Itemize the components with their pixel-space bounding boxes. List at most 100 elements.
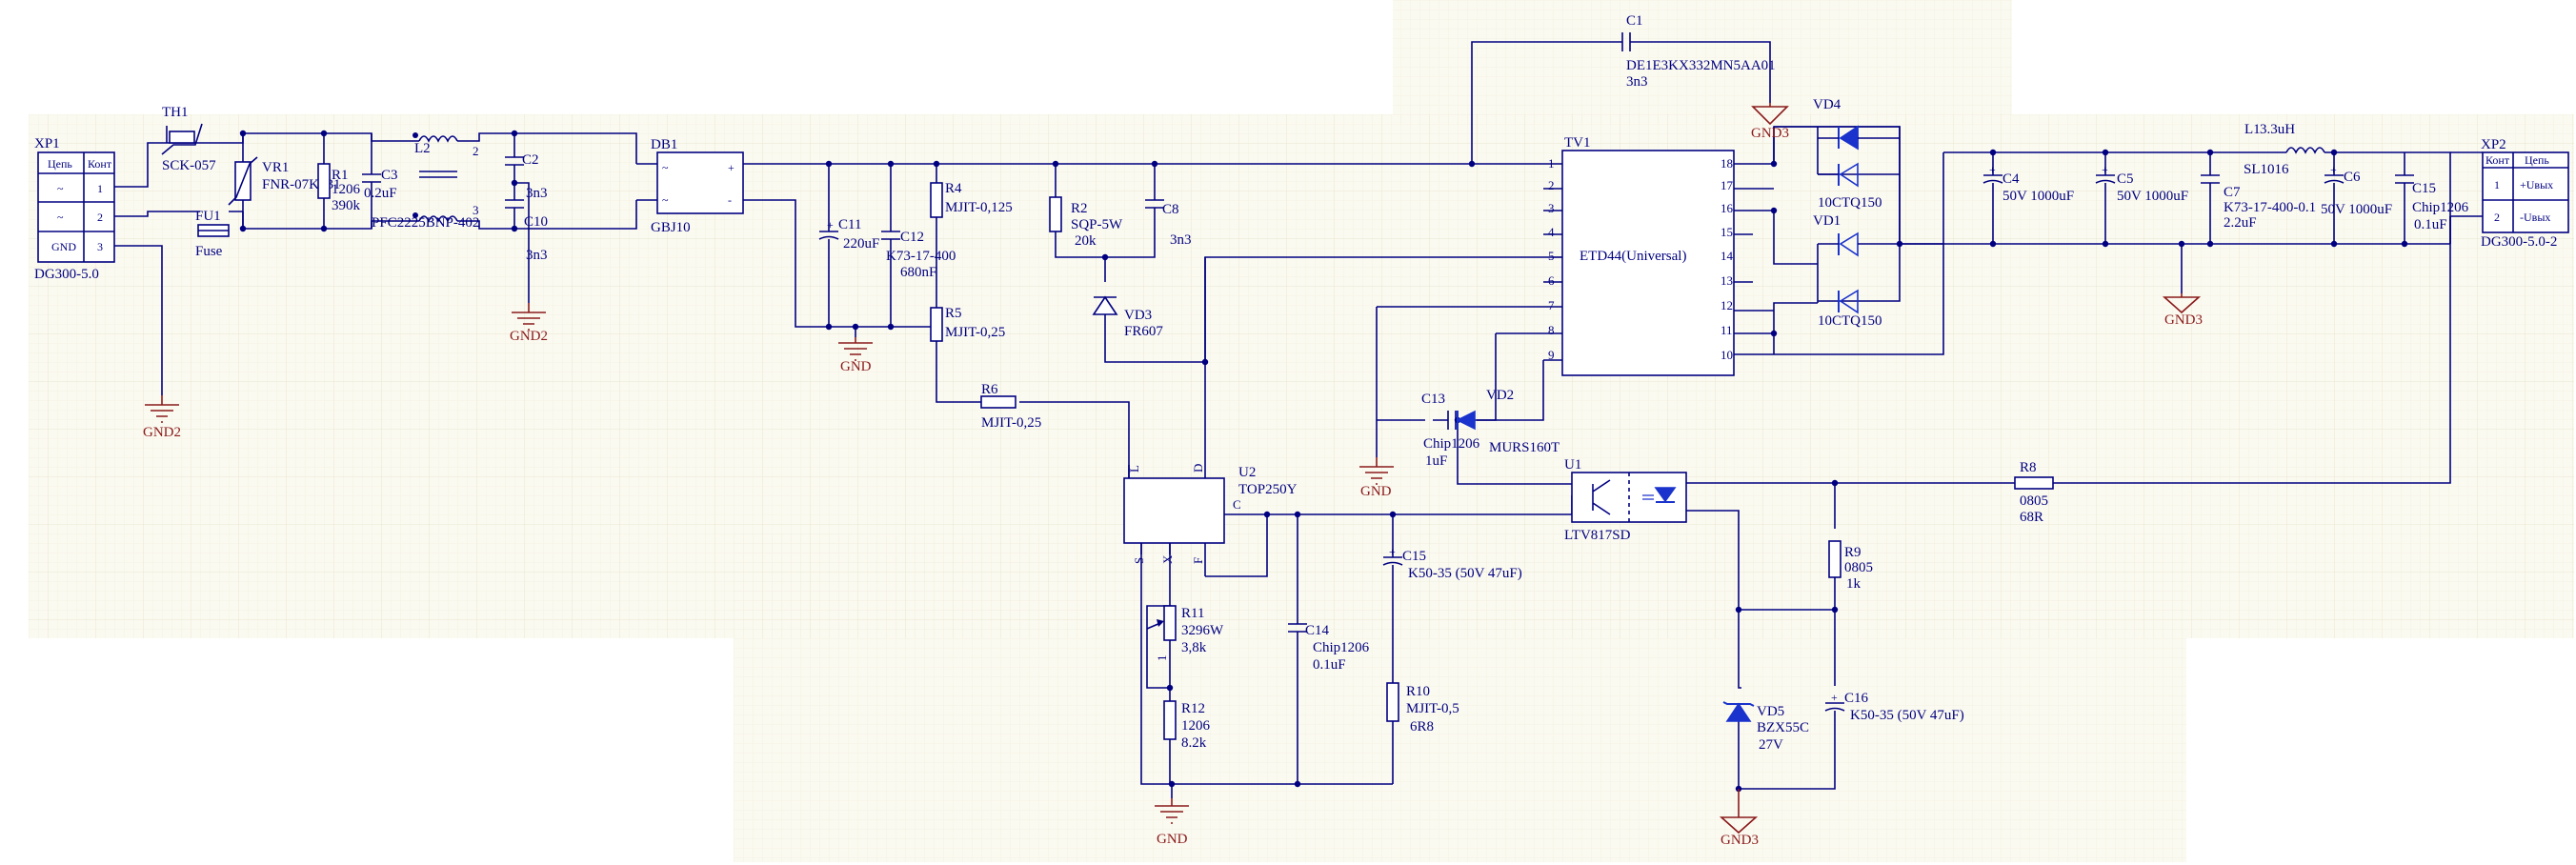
- svg-text:GND: GND: [1157, 832, 1188, 847]
- xp1-header-num: Конт: [88, 157, 112, 171]
- capacitor-c1[interactable]: C1 DE1E3KX332MN5AA01 3n3: [1621, 13, 1776, 90]
- controller-u2[interactable]: U2 TOP250Y L D C S X F: [1123, 464, 1298, 576]
- diode-vd2[interactable]: VD2 MURS160T: [1456, 388, 1560, 455]
- svg-text:18: 18: [1721, 156, 1733, 171]
- optocoupler-u1[interactable]: U1 LTV817SD: [1564, 457, 1687, 543]
- resistor-r9[interactable]: R9 0805 1k: [1828, 540, 1873, 592]
- svg-text:7: 7: [1548, 298, 1555, 312]
- svg-text:10CTQ150: 10CTQ150: [1818, 195, 1882, 211]
- xp1-pin3-num: 3: [97, 240, 103, 253]
- trimmer-r11[interactable]: R11 3296W 3,8k 1: [1146, 605, 1224, 661]
- xp2-pin1-num: 1: [2494, 178, 2500, 191]
- xp2-pin2-name: -Uвых: [2520, 211, 2550, 224]
- svg-text:Fuse: Fuse: [195, 244, 223, 259]
- svg-text:Chip1206: Chip1206: [2412, 200, 2469, 215]
- svg-text:C6: C6: [2344, 170, 2361, 185]
- svg-text:K50-35 (50V 47uF): K50-35 (50V 47uF): [1850, 708, 1964, 723]
- capacitor-c8[interactable]: C8 3n3: [1145, 199, 1192, 248]
- xp1-header-name: Цепь: [48, 157, 72, 171]
- resistor-r6[interactable]: R6 MJIT-0,25: [980, 382, 1041, 431]
- inductor-l1[interactable]: L1 3.3uH SL1016: [2244, 122, 2325, 177]
- ground-gnd-dclink: GND: [838, 337, 873, 374]
- bridge-db1[interactable]: DB1 GBJ10 ~ ~ + -: [651, 137, 744, 235]
- svg-text:+: +: [1989, 163, 1996, 176]
- svg-text:C13: C13: [1421, 392, 1445, 407]
- svg-text:15: 15: [1721, 225, 1733, 239]
- diode-vd3[interactable]: VD3 FR607: [1092, 295, 1163, 339]
- svg-text:DB1: DB1: [651, 137, 677, 152]
- svg-text:6: 6: [1548, 273, 1555, 288]
- capacitor-c7[interactable]: C7 K73-17-400-0.1 2.2uF: [2201, 174, 2316, 231]
- svg-text:GBJ10: GBJ10: [651, 220, 691, 235]
- svg-text:C16: C16: [1844, 691, 1869, 706]
- choke-l2[interactable]: L2 2 3 PFC2225BNP-402: [372, 132, 479, 231]
- svg-text:C11: C11: [838, 217, 861, 232]
- svg-text:2.2uF: 2.2uF: [2224, 215, 2257, 231]
- svg-text:C8: C8: [1162, 202, 1179, 217]
- resistor-r12[interactable]: R12 1206 8.2k: [1163, 700, 1211, 751]
- svg-text:GND2: GND2: [143, 425, 181, 440]
- svg-text:0.2uF: 0.2uF: [364, 186, 397, 201]
- svg-text:K50-35 (50V 47uF): K50-35 (50V 47uF): [1408, 566, 1522, 581]
- resistor-r10[interactable]: R10 MJIT-0,5 6R8: [1386, 682, 1459, 734]
- thermistor-th1[interactable]: TH1 SCK-057: [161, 105, 216, 173]
- resistor-r4[interactable]: R4 MJIT-0,125: [930, 181, 1013, 218]
- connector-xp2[interactable]: XP2 DG300-5.0-2 Конт Цепь 1 +Uвых 2 -Uвы…: [2481, 137, 2569, 250]
- capacitor-c4[interactable]: + C4 50V 1000uF: [1982, 163, 2074, 204]
- transformer-tv1[interactable]: TV1 ETD44(Universal) 1 2 3 4 5 6 7 8 9 1…: [1543, 135, 1753, 376]
- svg-text:R4: R4: [945, 181, 962, 196]
- svg-text:390k: 390k: [332, 198, 361, 213]
- capacitor-c2[interactable]: C2 3n3: [505, 152, 548, 201]
- svg-text:12: 12: [1721, 298, 1733, 312]
- fuse-fu1[interactable]: FU1 Fuse: [195, 209, 230, 259]
- zener-vd5[interactable]: VD5 BZX55C 27V: [1722, 701, 1809, 753]
- xp1-part: DG300-5.0: [34, 267, 99, 282]
- junction-dots: [239, 130, 2408, 793]
- svg-text:3n3: 3n3: [526, 248, 548, 263]
- svg-text:SQP-5W: SQP-5W: [1071, 217, 1123, 232]
- connector-xp1[interactable]: XP1 DG300-5.0 Цепь Конт ~ 1 ~ 2 GND 3: [34, 136, 115, 282]
- xp2-pin1-name: +Uвых: [2520, 178, 2553, 191]
- svg-text:C15: C15: [2412, 181, 2436, 196]
- diode-vd1[interactable]: VD1 10CTQ150: [1813, 213, 1900, 329]
- resistor-r8[interactable]: R8 0805 68R: [2014, 460, 2054, 525]
- svg-text:R2: R2: [1071, 201, 1088, 216]
- xp2-ref: XP2: [2481, 137, 2506, 152]
- tv1-left-pins: 1 2 3 4 5 6 7 8 9: [1543, 156, 1562, 362]
- capacitor-c3[interactable]: C3 0.2uF: [362, 168, 398, 201]
- svg-text:GND3: GND3: [2164, 312, 2203, 328]
- svg-text:MJIT-0,25: MJIT-0,25: [981, 415, 1041, 431]
- capacitor-c6[interactable]: + C6 50V 1000uF: [2321, 163, 2392, 217]
- svg-text:SL1016: SL1016: [2244, 162, 2289, 177]
- svg-text:PFC2225BNP-402: PFC2225BNP-402: [372, 215, 479, 231]
- capacitor-c12[interactable]: C12 K73-17-400 680nF: [881, 230, 956, 280]
- capacitor-c15-output[interactable]: C15 Chip1206 0.1uF: [2395, 174, 2469, 232]
- diode-vd4[interactable]: VD4 10CTQ150: [1813, 97, 1900, 211]
- svg-text:3: 3: [473, 203, 479, 217]
- capacitor-c13[interactable]: C13 Chip1206 1uF: [1421, 392, 1480, 469]
- svg-text:68R: 68R: [2020, 510, 2043, 525]
- svg-text:0805: 0805: [1844, 560, 1873, 575]
- svg-text:GND: GND: [840, 359, 872, 374]
- capacitor-c11[interactable]: + C11 220uF: [818, 217, 879, 251]
- xp2-pin2-num: 2: [2494, 211, 2500, 224]
- svg-text:220uF: 220uF: [843, 236, 879, 251]
- ground-gnd3-output: GND3: [2162, 293, 2203, 328]
- capacitor-c15[interactable]: + C15 K50-35 (50V 47uF): [1382, 545, 1522, 581]
- resistor-r1[interactable]: R1 1206 390k: [317, 163, 361, 213]
- svg-text:R6: R6: [981, 382, 998, 397]
- capacitor-c10[interactable]: C10 3n3: [505, 199, 548, 263]
- svg-text:+: +: [2102, 163, 2108, 176]
- resistor-r5[interactable]: R5 MJIT-0,25: [930, 306, 1005, 342]
- resistor-r2[interactable]: R2 SQP-5W 20k: [1049, 196, 1123, 249]
- svg-text:20k: 20k: [1075, 233, 1097, 249]
- ground-gnd3-c1: GND3: [1751, 103, 1789, 141]
- svg-text:GND: GND: [1360, 484, 1392, 499]
- xp2-part: DG300-5.0-2: [2481, 234, 2557, 250]
- svg-text:50V 1000uF: 50V 1000uF: [2002, 189, 2074, 204]
- capacitor-c16[interactable]: + C16 K50-35 (50V 47uF): [1824, 691, 1964, 723]
- capacitor-c5[interactable]: + C5 50V 1000uF: [2095, 163, 2188, 204]
- svg-text:BZX55C: BZX55C: [1757, 720, 1809, 735]
- capacitor-c14[interactable]: C14 Chip1206 0.1uF: [1288, 623, 1370, 673]
- svg-text:680nF: 680nF: [900, 265, 936, 280]
